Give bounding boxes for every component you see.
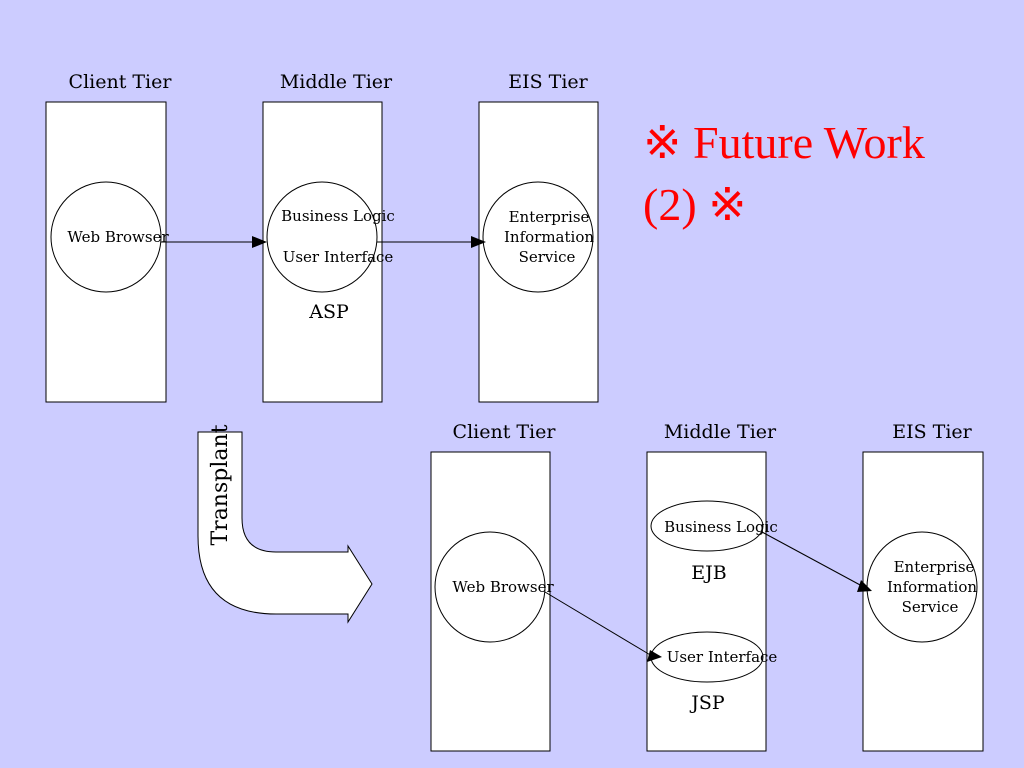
top-web-browser-node	[50, 181, 162, 293]
bottom-enterprise-label-3: Service	[902, 598, 959, 616]
top-middle-to-eis-arrowhead	[471, 236, 486, 248]
transplant-arrow: Transplant	[197, 424, 373, 624]
bottom-browser-to-ui-connector	[544, 591, 653, 657]
top-web-browser-label: Web Browser	[67, 228, 169, 246]
bottom-enterprise-label-1: Enterprise	[894, 558, 975, 576]
bottom-business-logic-node	[650, 500, 764, 552]
bottom-logic-to-eis-arrowhead	[857, 580, 872, 592]
bottom-enterprise-label-2: Information	[887, 578, 977, 596]
bottom-user-interface-label: User Interface	[667, 648, 778, 666]
bottom-web-browser-label: Web Browser	[452, 578, 554, 596]
top-browser-to-middle-arrowhead	[252, 236, 267, 248]
bottom-ejb-label: EJB	[691, 562, 726, 584]
title-line-1: ※ Future Work	[643, 117, 925, 168]
title-line-2: (2) ※	[643, 179, 747, 230]
top-enterprise-label-2: Information	[504, 228, 594, 246]
bottom-business-logic-label: Business Logic	[664, 518, 778, 536]
top-asp-label: ASP	[308, 301, 349, 323]
bottom-jsp-label: JSP	[689, 692, 725, 714]
bottom-eis-tier-label: EIS Tier	[892, 421, 972, 443]
top-enterprise-node	[482, 181, 594, 293]
top-client-tier-label: Client Tier	[69, 71, 173, 93]
top-enterprise-label-1: Enterprise	[509, 208, 590, 226]
bottom-web-browser-node	[434, 531, 546, 643]
top-middle-node	[266, 181, 378, 293]
bottom-middle-tier-label: Middle Tier	[664, 421, 777, 443]
top-middle-tier-label: Middle Tier	[280, 71, 393, 93]
bottom-client-tier-label: Client Tier	[453, 421, 557, 443]
top-diagram: Client Tier Middle Tier EIS Tier Web Bro…	[45, 71, 599, 403]
bottom-logic-to-eis-connector	[761, 531, 863, 587]
transplant-arrow-shape	[197, 431, 373, 624]
top-user-interface-label: User Interface	[283, 248, 394, 266]
top-enterprise-label-3: Service	[519, 248, 576, 266]
transplant-label: Transplant	[208, 424, 233, 545]
bottom-browser-to-ui-arrowhead	[647, 650, 662, 662]
top-eis-tier-label: EIS Tier	[508, 71, 588, 93]
bottom-diagram: Client Tier Middle Tier EIS Tier Web Bro…	[430, 421, 984, 752]
top-business-logic-label: Business Logic	[281, 207, 395, 225]
